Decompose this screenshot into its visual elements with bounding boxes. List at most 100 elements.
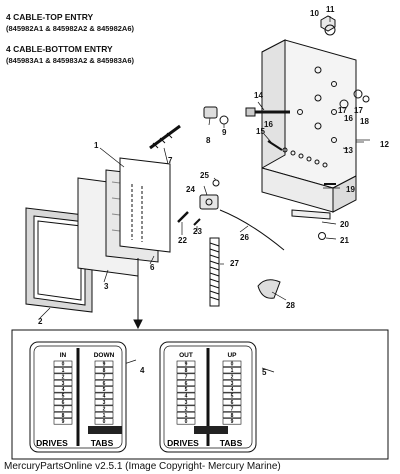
scale-cell (176, 399, 196, 406)
callout-16: 16 (264, 120, 273, 129)
callout-10: 10 (310, 9, 319, 18)
scale-number: 7 (231, 406, 234, 412)
cover-plate (25, 207, 93, 313)
scale-number: 6 (231, 400, 234, 406)
scale-cell (176, 405, 196, 412)
scale-number: 8 (231, 413, 234, 419)
screw (149, 124, 181, 150)
scale-cell (94, 399, 114, 406)
scale-cell (53, 360, 73, 367)
block-screw (212, 179, 220, 187)
scale-cell (53, 379, 73, 387)
scale-number: 6 (62, 400, 65, 406)
top-entry-part-numbers: (845982A1 & 845982A2 & 845982A6) (6, 24, 135, 33)
scale-cell (176, 367, 196, 374)
panel-right-drives-label: DRIVES (167, 438, 199, 448)
scale-number: 0 (62, 362, 65, 368)
callout-13: 13 (344, 146, 353, 155)
grommet (339, 99, 349, 109)
scale-number: 8 (185, 368, 188, 374)
callout-7: 7 (168, 156, 173, 165)
scale-number: 0 (103, 419, 106, 425)
scale-cell (222, 418, 242, 425)
panel-left-logo-badge (88, 426, 122, 434)
copyright-footer: MercuryPartsOnline v2.5.1 (Image Copyrig… (4, 461, 281, 472)
scale-cell (222, 367, 242, 374)
scale-number: 8 (62, 413, 65, 419)
scale-cell (94, 379, 114, 387)
scale-cell (222, 386, 242, 393)
scale-number: 4 (103, 394, 106, 400)
gauge-panels-frame (11, 329, 389, 460)
callout-26: 26 (240, 233, 249, 242)
callout-5: 5 (262, 368, 267, 377)
callout-8: 8 (206, 136, 211, 145)
lens (119, 157, 171, 253)
scale-cell (94, 392, 114, 399)
scale-number: 7 (103, 374, 106, 380)
washer (324, 24, 336, 36)
scale-cell (53, 386, 73, 393)
panel-left-header-down: DOWN (94, 352, 115, 359)
scale-cell (53, 418, 73, 425)
mounting-bracket (261, 39, 357, 213)
callout-11: 11 (326, 5, 335, 14)
scale-cell (222, 373, 242, 380)
scale-number: 6 (185, 381, 188, 387)
nut-small (318, 232, 326, 240)
scale-cell (176, 392, 196, 399)
scale-number: 9 (231, 419, 234, 425)
callout-17b: 17 (354, 106, 363, 115)
scale-number: 7 (185, 374, 188, 380)
nut-top (320, 15, 336, 32)
cable-block (199, 194, 219, 210)
scale-cell (222, 411, 242, 419)
callout-22: 22 (178, 236, 187, 245)
callout-17: 17 (338, 106, 347, 115)
panel-left-tabs-label: TABS (91, 438, 114, 448)
strip-plate (291, 209, 331, 220)
callout-24: 24 (186, 185, 195, 194)
panel-right-header-out: OUT (179, 352, 193, 359)
scale-number: 1 (185, 413, 188, 419)
callout-15: 15 (256, 127, 265, 136)
scale-cell (222, 392, 242, 399)
scale-cell (53, 405, 73, 412)
scale-cell (176, 379, 196, 387)
panel-left-header-in: IN (60, 352, 67, 359)
scale-cell (222, 399, 242, 406)
scale-cell (53, 411, 73, 419)
scale-number: 1 (231, 368, 234, 374)
callout-12: 12 (380, 140, 389, 149)
scale-number: 5 (103, 387, 106, 393)
callout-21: 21 (340, 236, 349, 245)
cable (219, 209, 285, 251)
scale-cell (176, 360, 196, 367)
scale-number: 0 (185, 419, 188, 425)
scale-cell (94, 405, 114, 412)
scale-number: 4 (62, 387, 65, 393)
scale-number: 4 (231, 387, 234, 393)
panel-left-drives-label: DRIVES (36, 438, 68, 448)
scale-cell (94, 367, 114, 374)
scale-cell (176, 386, 196, 393)
scale-cell (176, 411, 196, 419)
scale-number: 0 (231, 362, 234, 368)
scale-cell (94, 360, 114, 367)
scale-number: 2 (231, 374, 234, 380)
callout-18: 18 (360, 117, 369, 126)
scale-cell (94, 418, 114, 425)
callout-23: 23 (193, 227, 202, 236)
small-screw (267, 140, 283, 151)
scale-number: 1 (62, 368, 65, 374)
callout-1: 1 (94, 141, 99, 150)
scale-cell (53, 399, 73, 406)
scale-cell (53, 373, 73, 380)
knob (257, 279, 281, 299)
bottom-entry-part-numbers: (845983A1 & 845983A2 & 845983A6) (6, 56, 135, 65)
